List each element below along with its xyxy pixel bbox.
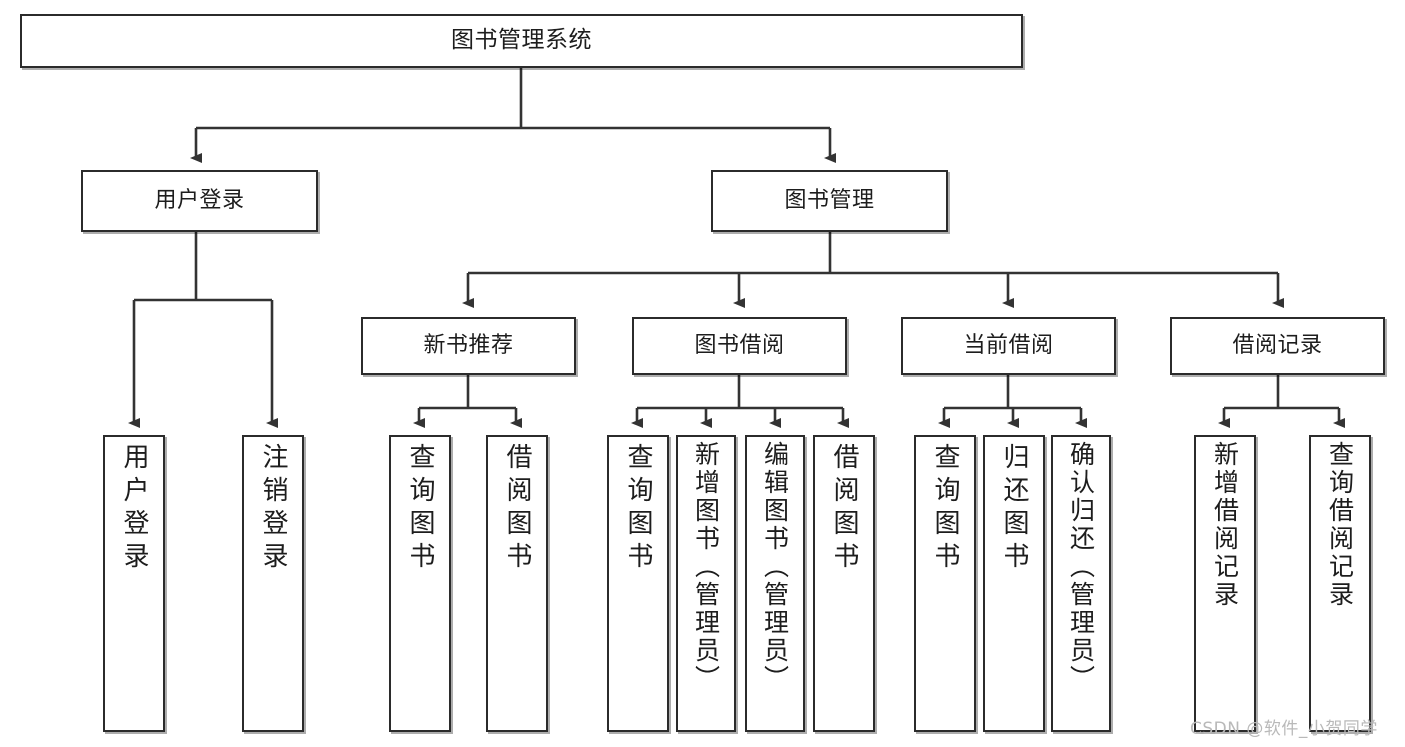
leaf-confirm-return-admin[interactable]: 确认归还（管理员） xyxy=(1051,435,1111,732)
leaf-borrow-book[interactable]: 借阅图书 xyxy=(813,435,875,732)
node-current-borrow[interactable]: 当前借阅 xyxy=(901,317,1116,375)
leaf-logout-login-label: 注销登录 xyxy=(258,443,288,575)
leaf-return-book[interactable]: 归还图书 xyxy=(983,435,1045,732)
leaf-query-book-rec-label: 查询图书 xyxy=(405,443,435,575)
leaf-add-book-admin[interactable]: 新增图书（管理员） xyxy=(676,435,736,732)
node-root[interactable]: 图书管理系统 xyxy=(20,14,1023,68)
node-new-book-recommend-label: 新书推荐 xyxy=(423,332,514,358)
node-book-borrow[interactable]: 图书借阅 xyxy=(632,317,847,375)
leaf-add-borrow-record-label: 新增借阅记录 xyxy=(1210,441,1240,609)
leaf-query-book-borrow[interactable]: 查询图书 xyxy=(607,435,669,732)
leaf-add-book-admin-label: 新增图书（管理员） xyxy=(691,441,721,693)
leaf-add-borrow-record[interactable]: 新增借阅记录 xyxy=(1194,435,1256,732)
leaf-query-book-borrow-label: 查询图书 xyxy=(623,443,653,575)
leaf-edit-book-admin[interactable]: 编辑图书（管理员） xyxy=(745,435,805,732)
leaf-logout-login[interactable]: 注销登录 xyxy=(242,435,304,732)
node-root-label: 图书管理系统 xyxy=(451,27,592,54)
node-current-borrow-label: 当前借阅 xyxy=(963,332,1054,358)
node-user-login[interactable]: 用户登录 xyxy=(81,170,318,232)
leaf-query-borrow-record-label: 查询借阅记录 xyxy=(1325,441,1355,609)
leaf-user-login-label: 用户登录 xyxy=(119,443,149,575)
node-user-login-label: 用户登录 xyxy=(154,187,245,213)
leaf-user-login[interactable]: 用户登录 xyxy=(103,435,165,732)
node-book-borrow-label: 图书借阅 xyxy=(694,332,785,358)
node-borrow-record-label: 借阅记录 xyxy=(1232,332,1323,358)
leaf-borrow-book-rec[interactable]: 借阅图书 xyxy=(486,435,548,732)
node-new-book-recommend[interactable]: 新书推荐 xyxy=(361,317,576,375)
leaf-query-book-current-label: 查询图书 xyxy=(930,443,960,575)
leaf-query-book-rec[interactable]: 查询图书 xyxy=(389,435,451,732)
leaf-borrow-book-label: 借阅图书 xyxy=(829,443,859,575)
node-book-manage-label: 图书管理 xyxy=(784,187,875,213)
leaf-confirm-return-admin-label: 确认归还（管理员） xyxy=(1066,441,1096,693)
leaf-query-book-current[interactable]: 查询图书 xyxy=(914,435,976,732)
leaf-borrow-book-rec-label: 借阅图书 xyxy=(502,443,532,575)
leaf-query-borrow-record[interactable]: 查询借阅记录 xyxy=(1309,435,1371,732)
node-borrow-record[interactable]: 借阅记录 xyxy=(1170,317,1385,375)
node-book-manage[interactable]: 图书管理 xyxy=(711,170,948,232)
leaf-edit-book-admin-label: 编辑图书（管理员） xyxy=(760,441,790,693)
leaf-return-book-label: 归还图书 xyxy=(999,443,1029,575)
